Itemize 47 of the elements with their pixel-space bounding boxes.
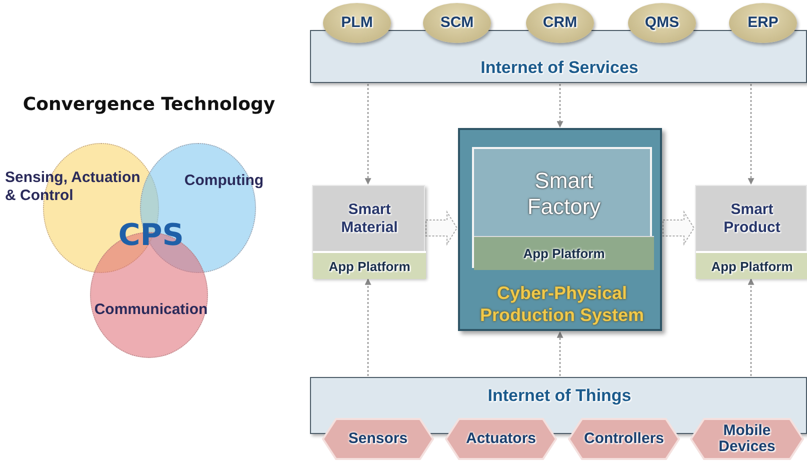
node-label: Actuators: [464, 429, 537, 449]
system-oval: [628, 3, 696, 43]
factory-box: [472, 147, 652, 268]
platform-box: [313, 251, 426, 279]
node-label: Controllers: [582, 429, 665, 449]
node-label: Smart Factory: [526, 166, 602, 221]
block-arrow: [662, 210, 695, 246]
node-label: App Platform: [328, 258, 412, 276]
circle-label: Computing: [183, 171, 265, 191]
node-label: PLM: [340, 13, 374, 33]
circle-label: Communication: [93, 300, 209, 320]
node-label: CRM: [542, 13, 578, 33]
node-label: QMS: [644, 13, 680, 33]
node-label: SCM: [439, 13, 475, 33]
system-oval: [323, 3, 391, 43]
arrow: [556, 331, 564, 376]
device-hexagon: [568, 418, 680, 460]
arrow: [364, 84, 372, 185]
node-label: Mobile Devices: [718, 421, 776, 457]
arrow: [748, 278, 754, 376]
node-label: Smart Material: [340, 200, 399, 238]
node-label: Sensors: [347, 429, 409, 449]
circle-label: Sensing, Actuation & Control: [5, 168, 142, 206]
system-oval: [526, 3, 594, 43]
node-label: ERP: [746, 13, 780, 33]
block-arrow: [426, 210, 458, 246]
arrow: [748, 84, 754, 185]
node-label: App Platform: [710, 258, 794, 276]
device-hexagon: [690, 418, 804, 460]
platform-box: [696, 251, 807, 279]
device-hexagon: [445, 418, 557, 460]
product-box: [312, 185, 425, 278]
device-hexagon: [322, 418, 434, 460]
system-oval: [729, 3, 797, 43]
arrow: [556, 84, 564, 128]
platform-box: [474, 236, 654, 270]
node-label: Internet of Services: [480, 57, 640, 80]
node-label: Internet of Things: [486, 384, 632, 407]
node-label: Cyber-Physical Production System: [478, 282, 646, 327]
product-box: [695, 185, 807, 278]
system-box: [458, 128, 662, 331]
arrow: [364, 278, 372, 376]
node-label: Smart Product: [722, 200, 782, 238]
node-label: App Platform: [522, 245, 606, 264]
center-label: CPS: [117, 216, 185, 254]
system-oval: [423, 3, 491, 43]
heading: Convergence Technology: [22, 92, 276, 116]
